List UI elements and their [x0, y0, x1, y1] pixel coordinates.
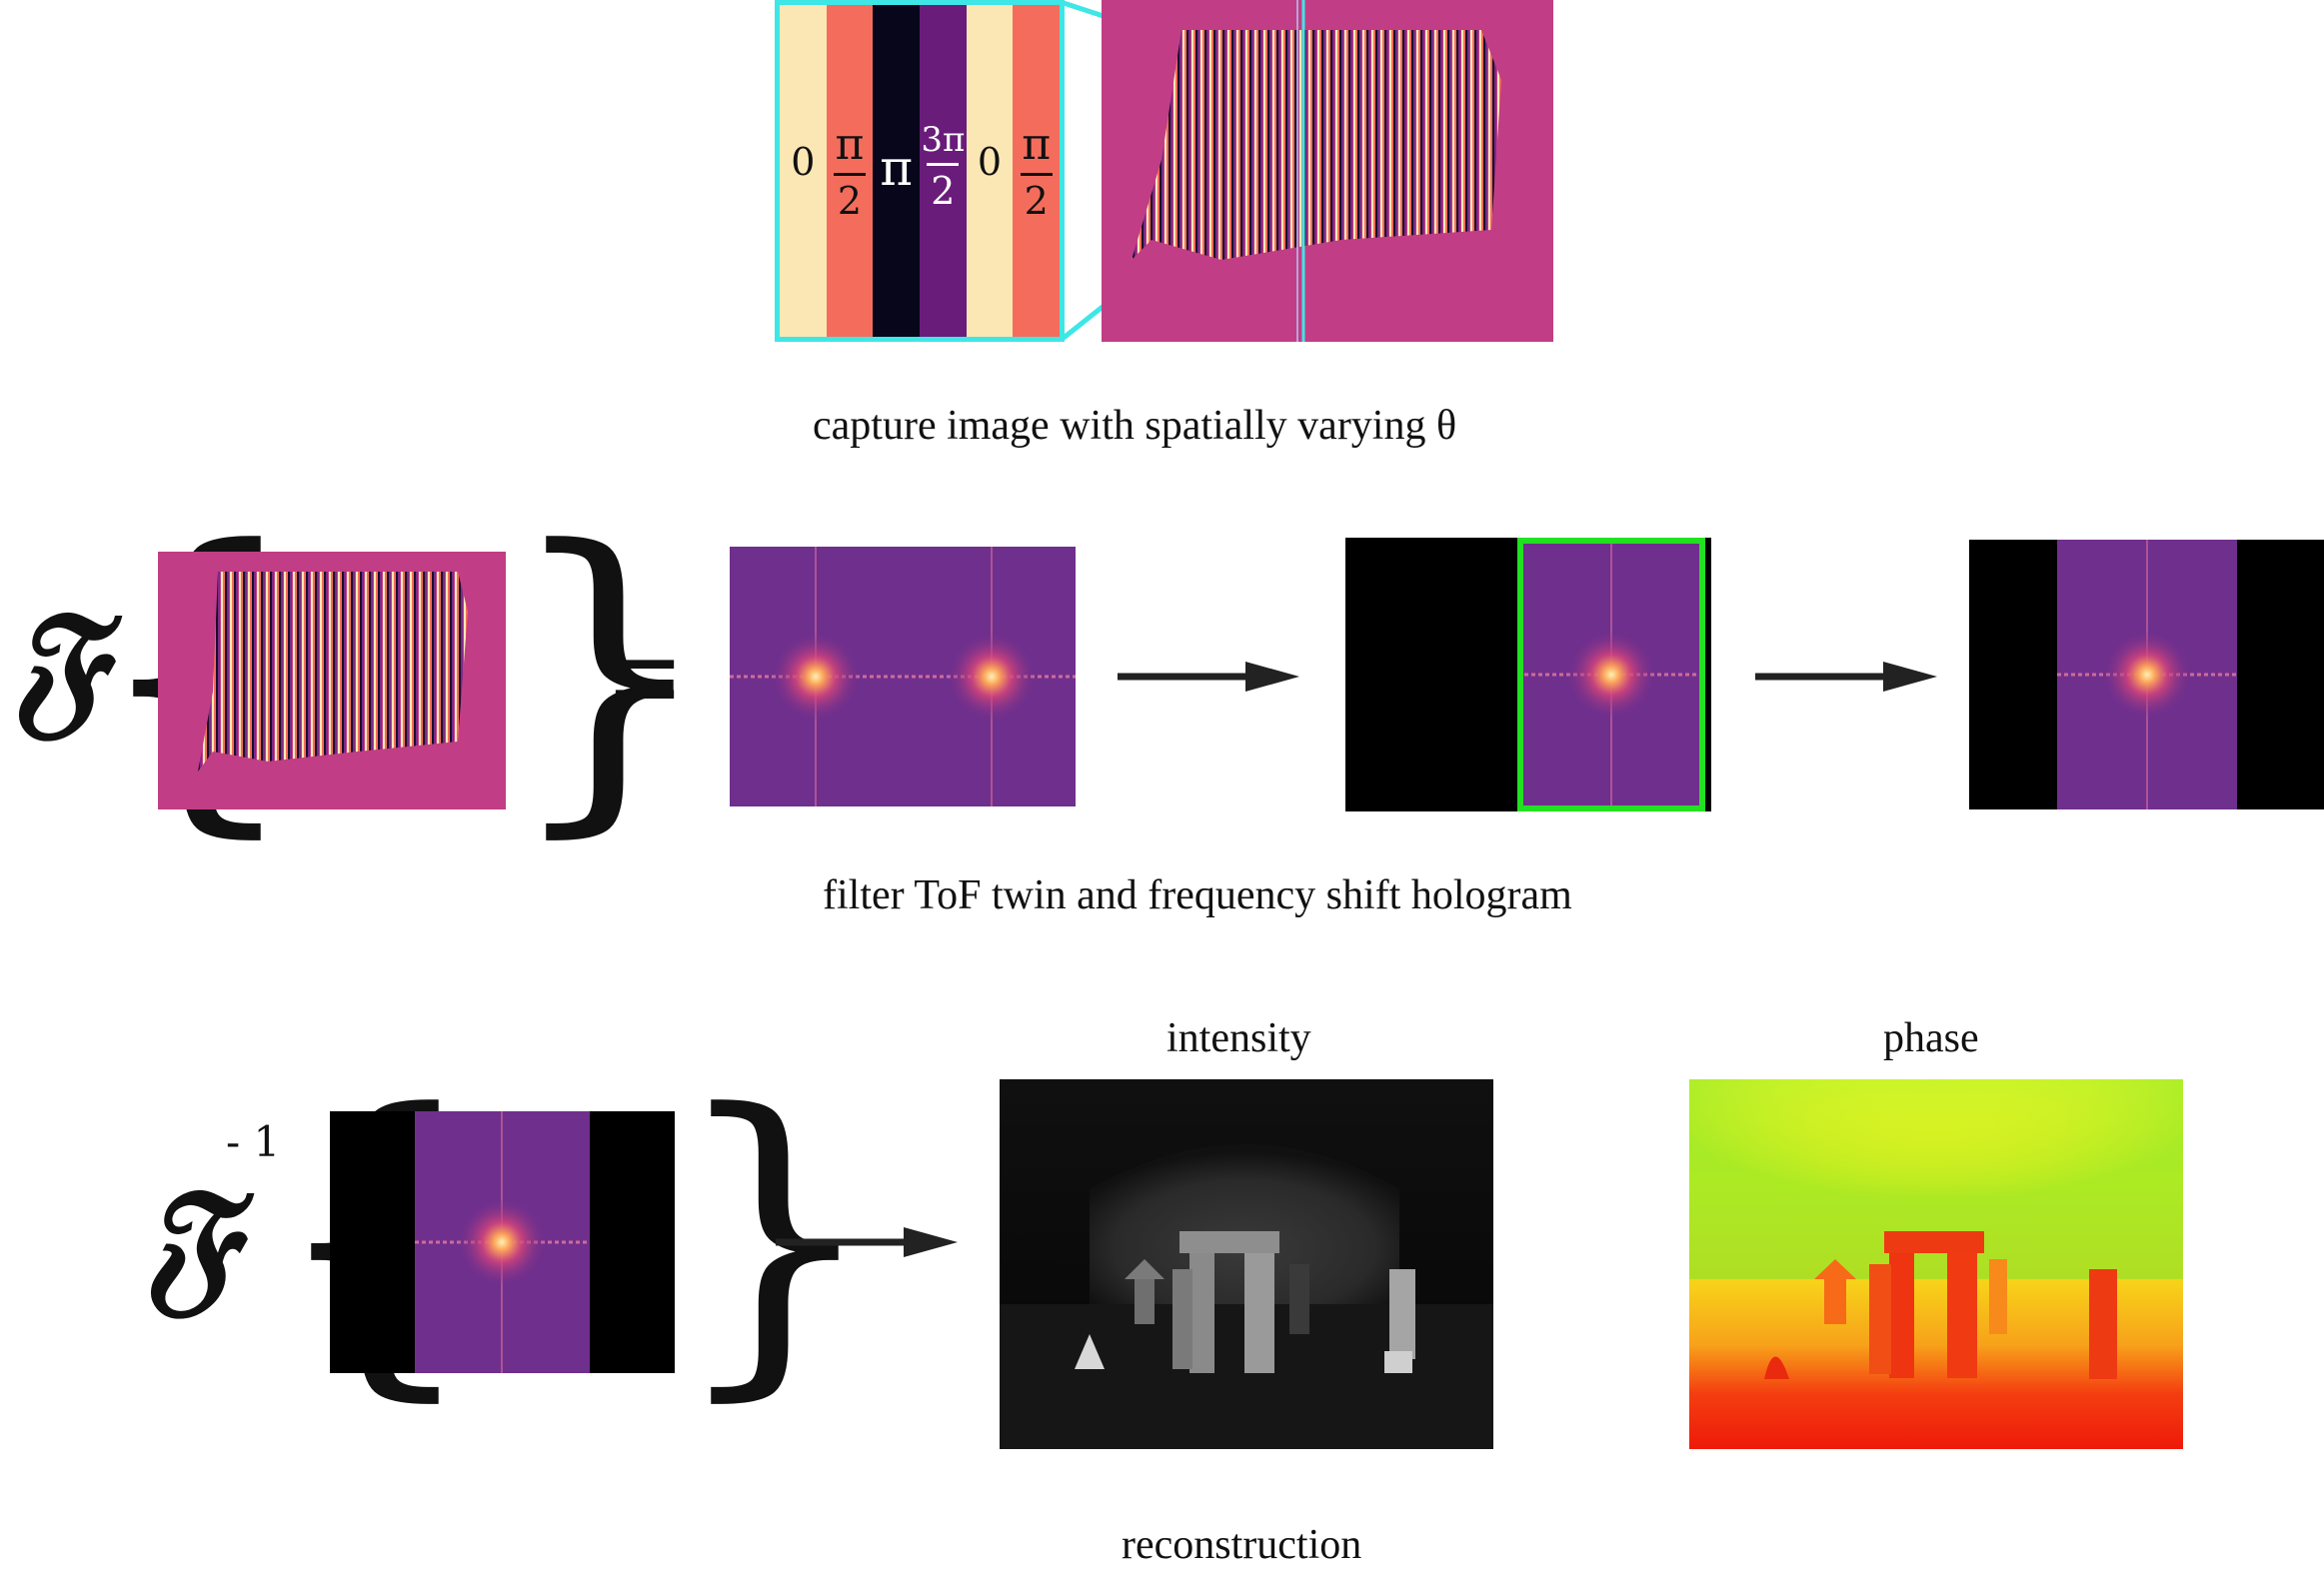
fourier-symbol: 𝔉	[8, 577, 103, 753]
arrow-right-2	[1755, 662, 1937, 692]
equals-sign: =	[610, 611, 681, 745]
fraction-numerator: π	[835, 119, 865, 170]
arrow-right-1	[1118, 662, 1299, 692]
row3-caption: reconstruction	[1122, 1522, 1362, 1568]
fraction-numerator: π	[1022, 119, 1052, 170]
row2-caption: filter ToF twin and frequency shift holo…	[823, 872, 1572, 918]
phase-reconstruction-image	[1689, 1079, 2183, 1449]
phase-strip-0: 0	[780, 5, 827, 337]
fraction-numerator: 3π	[921, 120, 966, 160]
intensity-reconstruction-image	[1000, 1079, 1493, 1449]
inverse-input-spectrum	[330, 1111, 675, 1373]
captured-hologram-image	[1102, 0, 1553, 342]
phase-strip-label: π	[880, 139, 914, 197]
fraction-bar	[927, 163, 960, 166]
phase-strip-label: 0	[977, 140, 1003, 184]
intensity-label: intensity	[1166, 1015, 1311, 1061]
fourier-spectrum-image	[730, 547, 1076, 806]
phase-strip-label: 0	[791, 140, 816, 184]
right-brace: }	[505, 481, 715, 864]
fraction-denominator: 2	[1024, 179, 1049, 223]
shifted-spectrum-image	[1969, 540, 2324, 809]
filter-window	[1517, 538, 1705, 811]
inverse-superscript: - 1	[226, 1117, 281, 1166]
hologram-input-image	[158, 552, 506, 809]
fraction-denominator: 2	[931, 169, 956, 213]
right-brace-inverse: }	[670, 1044, 880, 1428]
fraction-bar	[834, 173, 866, 176]
fraction-bar	[1020, 173, 1053, 176]
arrow-right-3	[776, 1227, 958, 1257]
row1-caption: capture image with spatially varying θ	[813, 403, 1457, 449]
phase-label: phase	[1883, 1015, 1979, 1061]
inverse-fourier-symbol: 𝔉	[140, 1154, 235, 1330]
fraction-denominator: 2	[837, 179, 863, 223]
filtered-spectrum-image	[1345, 538, 1711, 811]
phase-strip-4: 0	[966, 5, 1014, 337]
phase-strip-2: π	[873, 5, 921, 337]
